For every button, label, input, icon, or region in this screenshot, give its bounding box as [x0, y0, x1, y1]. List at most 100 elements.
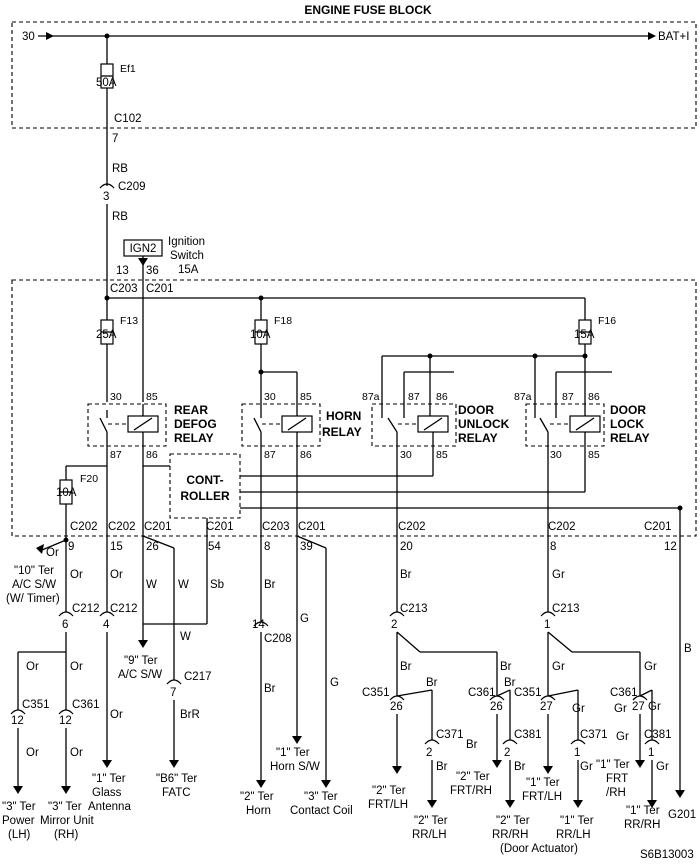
c208-pin: 14 [252, 619, 265, 631]
wire-br-9: Br [436, 761, 448, 773]
rr-lh1-1: "1" Ter [560, 815, 594, 827]
horn-2: Horn [246, 805, 271, 817]
wire-or-3: Or [26, 661, 39, 673]
c361-label-a: C361 [72, 699, 100, 711]
frt-lh1-arrow [543, 766, 553, 774]
wire-or-1: Or [46, 547, 59, 559]
pin-1-c381: 1 [648, 747, 654, 759]
hr-t86: 86 [300, 449, 312, 461]
door-unlock-label-2: UNLOCK [458, 417, 510, 431]
horn-sw-arrow [292, 736, 302, 744]
c201-pin: 36 [146, 265, 159, 277]
rear-defog-label-3: RELAY [174, 431, 214, 445]
door-unlock-relay [371, 403, 457, 447]
c202-label-a: C202 [70, 521, 98, 533]
bus-left-label: 30 [22, 31, 35, 43]
dur-t87: 87 [408, 391, 420, 403]
pin-8a: 8 [264, 541, 270, 553]
c213-pin-2: 2 [391, 619, 397, 631]
wire-br-7: Br [504, 677, 516, 689]
bus-arrow-out [648, 32, 656, 40]
rear-defog-label-1: REAR [174, 403, 208, 417]
pin-20: 20 [400, 541, 413, 553]
ac-timer-2: A/C S/W [12, 579, 56, 591]
wire-br-8: Br [466, 739, 478, 751]
dlr-t87: 87 [562, 391, 574, 403]
wire-br-10: Br [514, 761, 526, 773]
c202-label-b: C202 [108, 521, 136, 533]
controller-label-2: ROLLER [180, 489, 230, 503]
figure-id: S6B13003 [640, 849, 694, 861]
mirror-rh-2: Mirror Unit [40, 815, 94, 827]
hr-t87: 87 [264, 449, 276, 461]
rdr-t30: 30 [110, 391, 122, 403]
pin-54: 54 [208, 541, 221, 553]
dur-t87a: 87a [362, 391, 380, 403]
frt-rh2-2: FRT/RH [450, 785, 492, 797]
ac-timer-1: "10" Ter [14, 565, 54, 577]
pin-1-c371: 1 [574, 747, 580, 759]
pin-12-c351: 12 [11, 715, 24, 727]
c351-label-b: C351 [362, 687, 390, 699]
pin-2-c381: 2 [504, 747, 510, 759]
wire-gr-6: Gr [648, 701, 661, 713]
c371-label-b: C371 [580, 729, 608, 741]
dlr-t30: 30 [550, 449, 562, 461]
wire-or-5: Or [26, 747, 39, 759]
c212-label-b: C212 [110, 603, 138, 615]
c351-label-c: C351 [514, 687, 542, 699]
door-lock-label-3: RELAY [610, 431, 650, 445]
wire-brr: BrR [180, 709, 200, 721]
mirror-lh-3: (LH) [8, 829, 31, 841]
c371-label-a: C371 [436, 729, 464, 741]
c381-label-a: C381 [514, 729, 542, 741]
pin-39: 39 [300, 541, 313, 553]
c212-connector-b [99, 611, 115, 617]
mirror-rh-3: (RH) [54, 829, 78, 841]
fuse-f13-rating: 25A [96, 329, 117, 341]
fatc-arrow [169, 760, 179, 768]
dlr-t87a: 87a [514, 391, 532, 403]
horn-relay [241, 403, 321, 447]
pin-27-c351: 27 [540, 701, 553, 713]
c371-connector-a [424, 739, 440, 745]
c213-connector-a [389, 611, 405, 617]
c361-label-b: C361 [468, 687, 496, 699]
c361-connector-a [58, 709, 74, 715]
dur-t86: 86 [436, 391, 448, 403]
wire-g-1: G [300, 613, 309, 625]
c212-pin-6: 6 [62, 619, 68, 631]
wire-gr-5: Gr [614, 703, 627, 715]
frt-lh1-1: "1" Ter [526, 777, 560, 789]
wire-sb: Sb [210, 579, 224, 591]
c209-connector [99, 183, 115, 189]
frt-lh1-2: FRT/LH [522, 791, 562, 803]
ac-timer-arrow [36, 544, 44, 554]
rr-rh2-arrow [505, 800, 515, 808]
rear-defog-label-2: DEFOG [174, 417, 217, 431]
c351-label-a: C351 [22, 699, 50, 711]
ground-arrow [675, 790, 685, 798]
fuse-f18-rating: 10A [250, 329, 271, 341]
contact-2: Contact Coil [290, 805, 353, 817]
wire-w-2: W [178, 579, 189, 591]
frt-rh1-2: FRT [606, 773, 628, 785]
c381-connector-a [502, 739, 518, 745]
wire-gr-9: Gr [656, 761, 669, 773]
c203-label: C203 [110, 283, 138, 295]
wire-gr-7: Gr [616, 731, 629, 743]
door-actuator: (Door Actuator) [500, 843, 578, 855]
pin-2-c371: 2 [426, 747, 432, 759]
pin-15: 15 [110, 541, 123, 553]
horn-relay-label-2: RELAY [322, 425, 362, 439]
wire-br-4: Br [400, 661, 412, 673]
glass-antenna-arrow [102, 760, 112, 768]
frt-rh1-arrow [635, 760, 645, 768]
rdr-t87: 87 [110, 449, 122, 461]
c209-pin: 3 [103, 191, 109, 203]
c213-label-b: C213 [552, 603, 580, 615]
pin-12: 12 [664, 541, 677, 553]
ignition-text-2: Switch [170, 250, 204, 262]
wire-b: B [684, 643, 692, 655]
c202-label-d: C202 [548, 521, 576, 533]
